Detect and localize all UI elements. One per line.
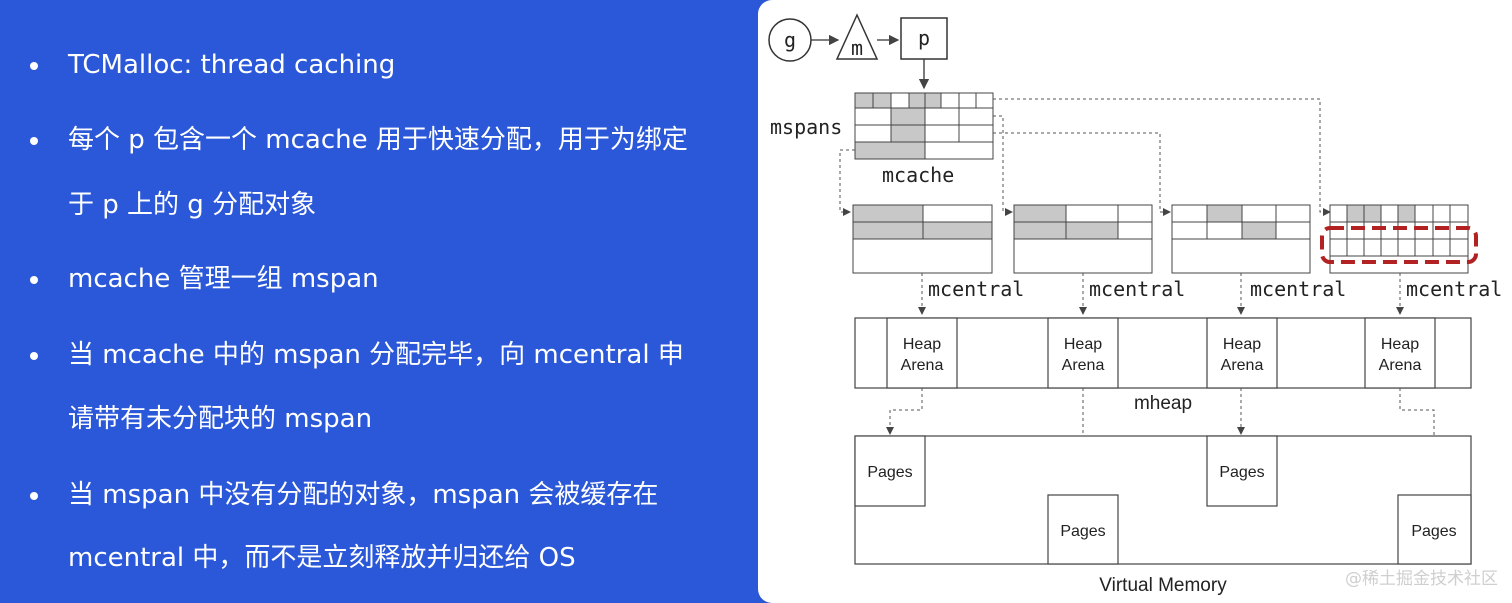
highlight-box	[1320, 226, 1478, 264]
tcmalloc-diagram: g m p mspans mcache	[768, 13, 1502, 596]
pages-3-label: Pages	[1219, 464, 1264, 481]
heap-arena-2-line1: Heap	[1064, 336, 1102, 353]
pages-3: Pages	[1206, 435, 1278, 507]
bullet-4-line-1: 当 mcache 中的 mspan 分配完毕，向 mcentral 申	[68, 340, 684, 370]
heap-arena-1-line2: Arena	[901, 357, 944, 374]
heap-arena-3: Heap Arena	[1206, 317, 1278, 389]
mheap-label: mheap	[1134, 393, 1192, 414]
mcentral-label-3: mcentral	[1250, 277, 1346, 301]
pages-2-label: Pages	[1060, 523, 1105, 540]
bullet-dot-3	[30, 276, 38, 284]
bullet-dot-5	[30, 492, 38, 500]
bullet-1-line-1: TCMalloc: thread caching	[68, 50, 396, 80]
pages-2: Pages	[1047, 494, 1119, 565]
watermark: @稀土掘金技术社区	[1345, 569, 1498, 589]
mcache-to-mcentral-connectors	[839, 98, 1331, 216]
bullet-dot-4	[30, 352, 38, 360]
heap-arena-2: Heap Arena	[1047, 317, 1119, 389]
bullet-5-line-1: 当 mspan 中没有分配的对象，mspan 会被缓存在	[68, 480, 659, 510]
bullet-dot-2	[30, 137, 38, 145]
mcache-block	[854, 92, 994, 160]
g-label: g	[784, 28, 796, 52]
heap-arena-4-line1: Heap	[1381, 336, 1419, 353]
mcache-label: mcache	[882, 163, 954, 187]
heap-arena-4-line2: Arena	[1379, 357, 1422, 374]
bullet-2-line-1: 每个 p 包含一个 mcache 用于快速分配，用于为绑定	[68, 125, 688, 155]
virtual-memory-label: Virtual Memory	[1099, 575, 1227, 596]
bullet-5-line-2: mcentral 中，而不是立刻释放并归还给 OS	[68, 543, 576, 573]
p-label: p	[918, 26, 930, 50]
heap-arena-1: Heap Arena	[886, 317, 958, 389]
m-node: m	[835, 13, 879, 60]
m-label: m	[851, 36, 863, 60]
heap-arena-3-line1: Heap	[1223, 336, 1261, 353]
bullet-2-line-2: 于 p 上的 g 分配对象	[68, 190, 317, 220]
g-node: g	[768, 18, 812, 62]
mcentral-label-2: mcentral	[1089, 277, 1185, 301]
virtual-memory-block	[854, 435, 1472, 565]
mcentral-block-2	[1013, 204, 1153, 274]
mcentral-block-1	[852, 204, 993, 274]
mspans-label: mspans	[770, 115, 842, 139]
p-node: p	[900, 17, 948, 60]
mcentral-block-3	[1171, 204, 1311, 274]
heap-arena-3-line2: Arena	[1221, 357, 1264, 374]
pages-1-label: Pages	[867, 464, 912, 481]
heap-arena-4: Heap Arena	[1364, 317, 1436, 389]
mcentral-label-4: mcentral	[1406, 277, 1502, 301]
mcentral-to-arena-connectors	[918, 273, 1404, 315]
pages-1: Pages	[854, 435, 926, 507]
pages-4-label: Pages	[1411, 523, 1456, 540]
bullet-3-line-1: mcache 管理一组 mspan	[68, 264, 379, 294]
slide-text-panel: TCMalloc: thread caching 每个 p 包含一个 mcach…	[30, 50, 688, 573]
bullet-4-line-2: 请带有未分配块的 mspan	[68, 404, 373, 434]
bullet-dot-1	[30, 62, 38, 70]
pages-4: Pages	[1397, 494, 1472, 565]
heap-arena-2-line2: Arena	[1062, 357, 1105, 374]
diagram-panel: g m p mspans mcache	[758, 0, 1512, 603]
mcentral-label-1: mcentral	[928, 277, 1024, 301]
heap-arena-1-line1: Heap	[903, 336, 941, 353]
